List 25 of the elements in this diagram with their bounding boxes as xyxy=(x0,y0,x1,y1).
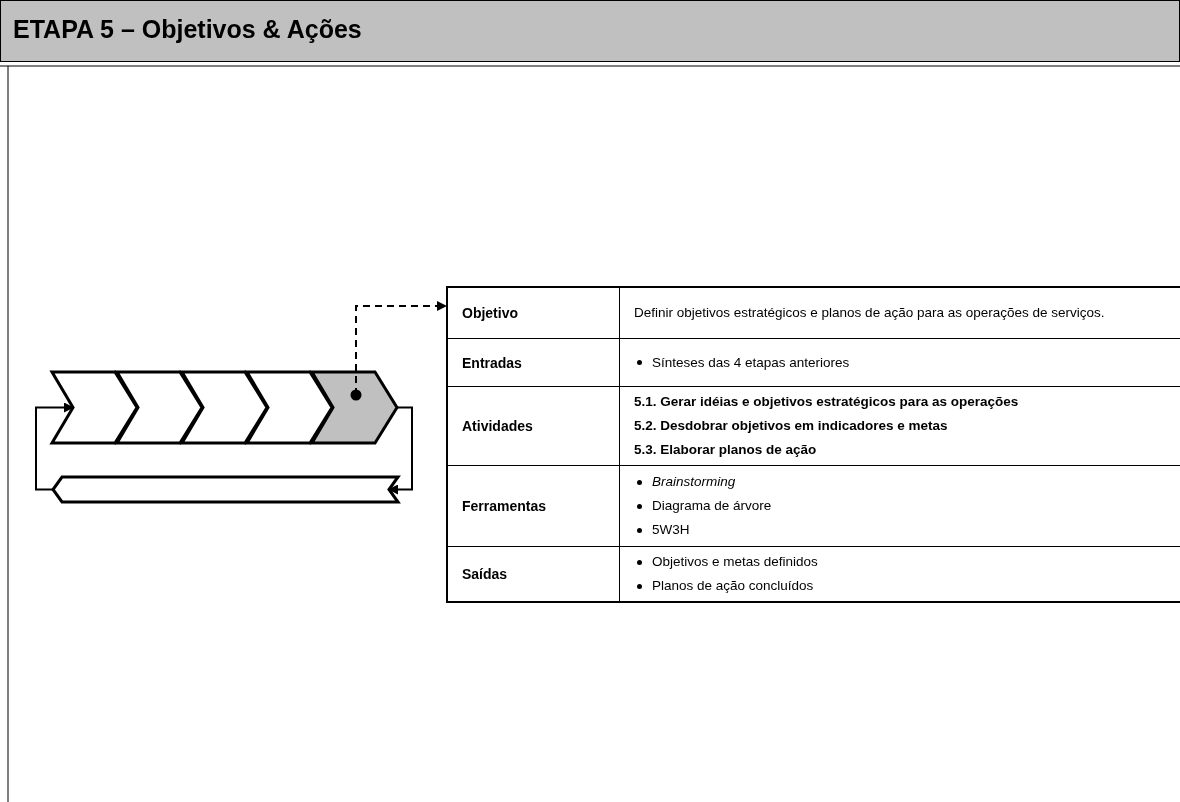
list-item: Objetivos e metas definidos xyxy=(652,553,818,571)
row-heading: Saídas xyxy=(462,566,508,582)
activity-text: 5.2. Desdobrar objetivos em indicadores e metas xyxy=(634,417,949,435)
list-item: Diagrama de árvore xyxy=(652,497,772,515)
list-item: Sínteses das 4 etapas anteriores xyxy=(652,353,850,372)
row-heading: Atividades xyxy=(462,418,533,434)
connector-arrow xyxy=(350,301,447,401)
connector-arrow xyxy=(388,406,413,495)
activity-text: 5.3. Elaborar planos de ação xyxy=(634,441,818,459)
chevron-segment xyxy=(179,370,269,445)
chevron-segment xyxy=(49,370,139,445)
row-heading: Entradas xyxy=(462,354,522,371)
list-item: 5W3H xyxy=(652,521,690,539)
list-item: Brainstorming xyxy=(652,473,736,491)
process-table xyxy=(446,286,1180,603)
connector-arrow xyxy=(35,402,74,491)
row-heading: Ferramentas xyxy=(462,498,547,514)
cell-text: Definir objetivos estratégicos e planos de ação para as operações de serviços. xyxy=(634,305,1106,321)
chevron-segment xyxy=(309,370,399,445)
activity-text: 5.1. Gerar idéias e objetivos estratégicos para as operações xyxy=(634,393,1020,411)
slide-title: ETAPA 5 – Objetivos & Ações xyxy=(13,15,362,44)
row-heading: Objetivo xyxy=(462,305,518,321)
list-item: Planos de ação concluídos xyxy=(652,577,814,595)
chevron-segment xyxy=(114,370,204,445)
chevron-segment xyxy=(244,370,334,445)
